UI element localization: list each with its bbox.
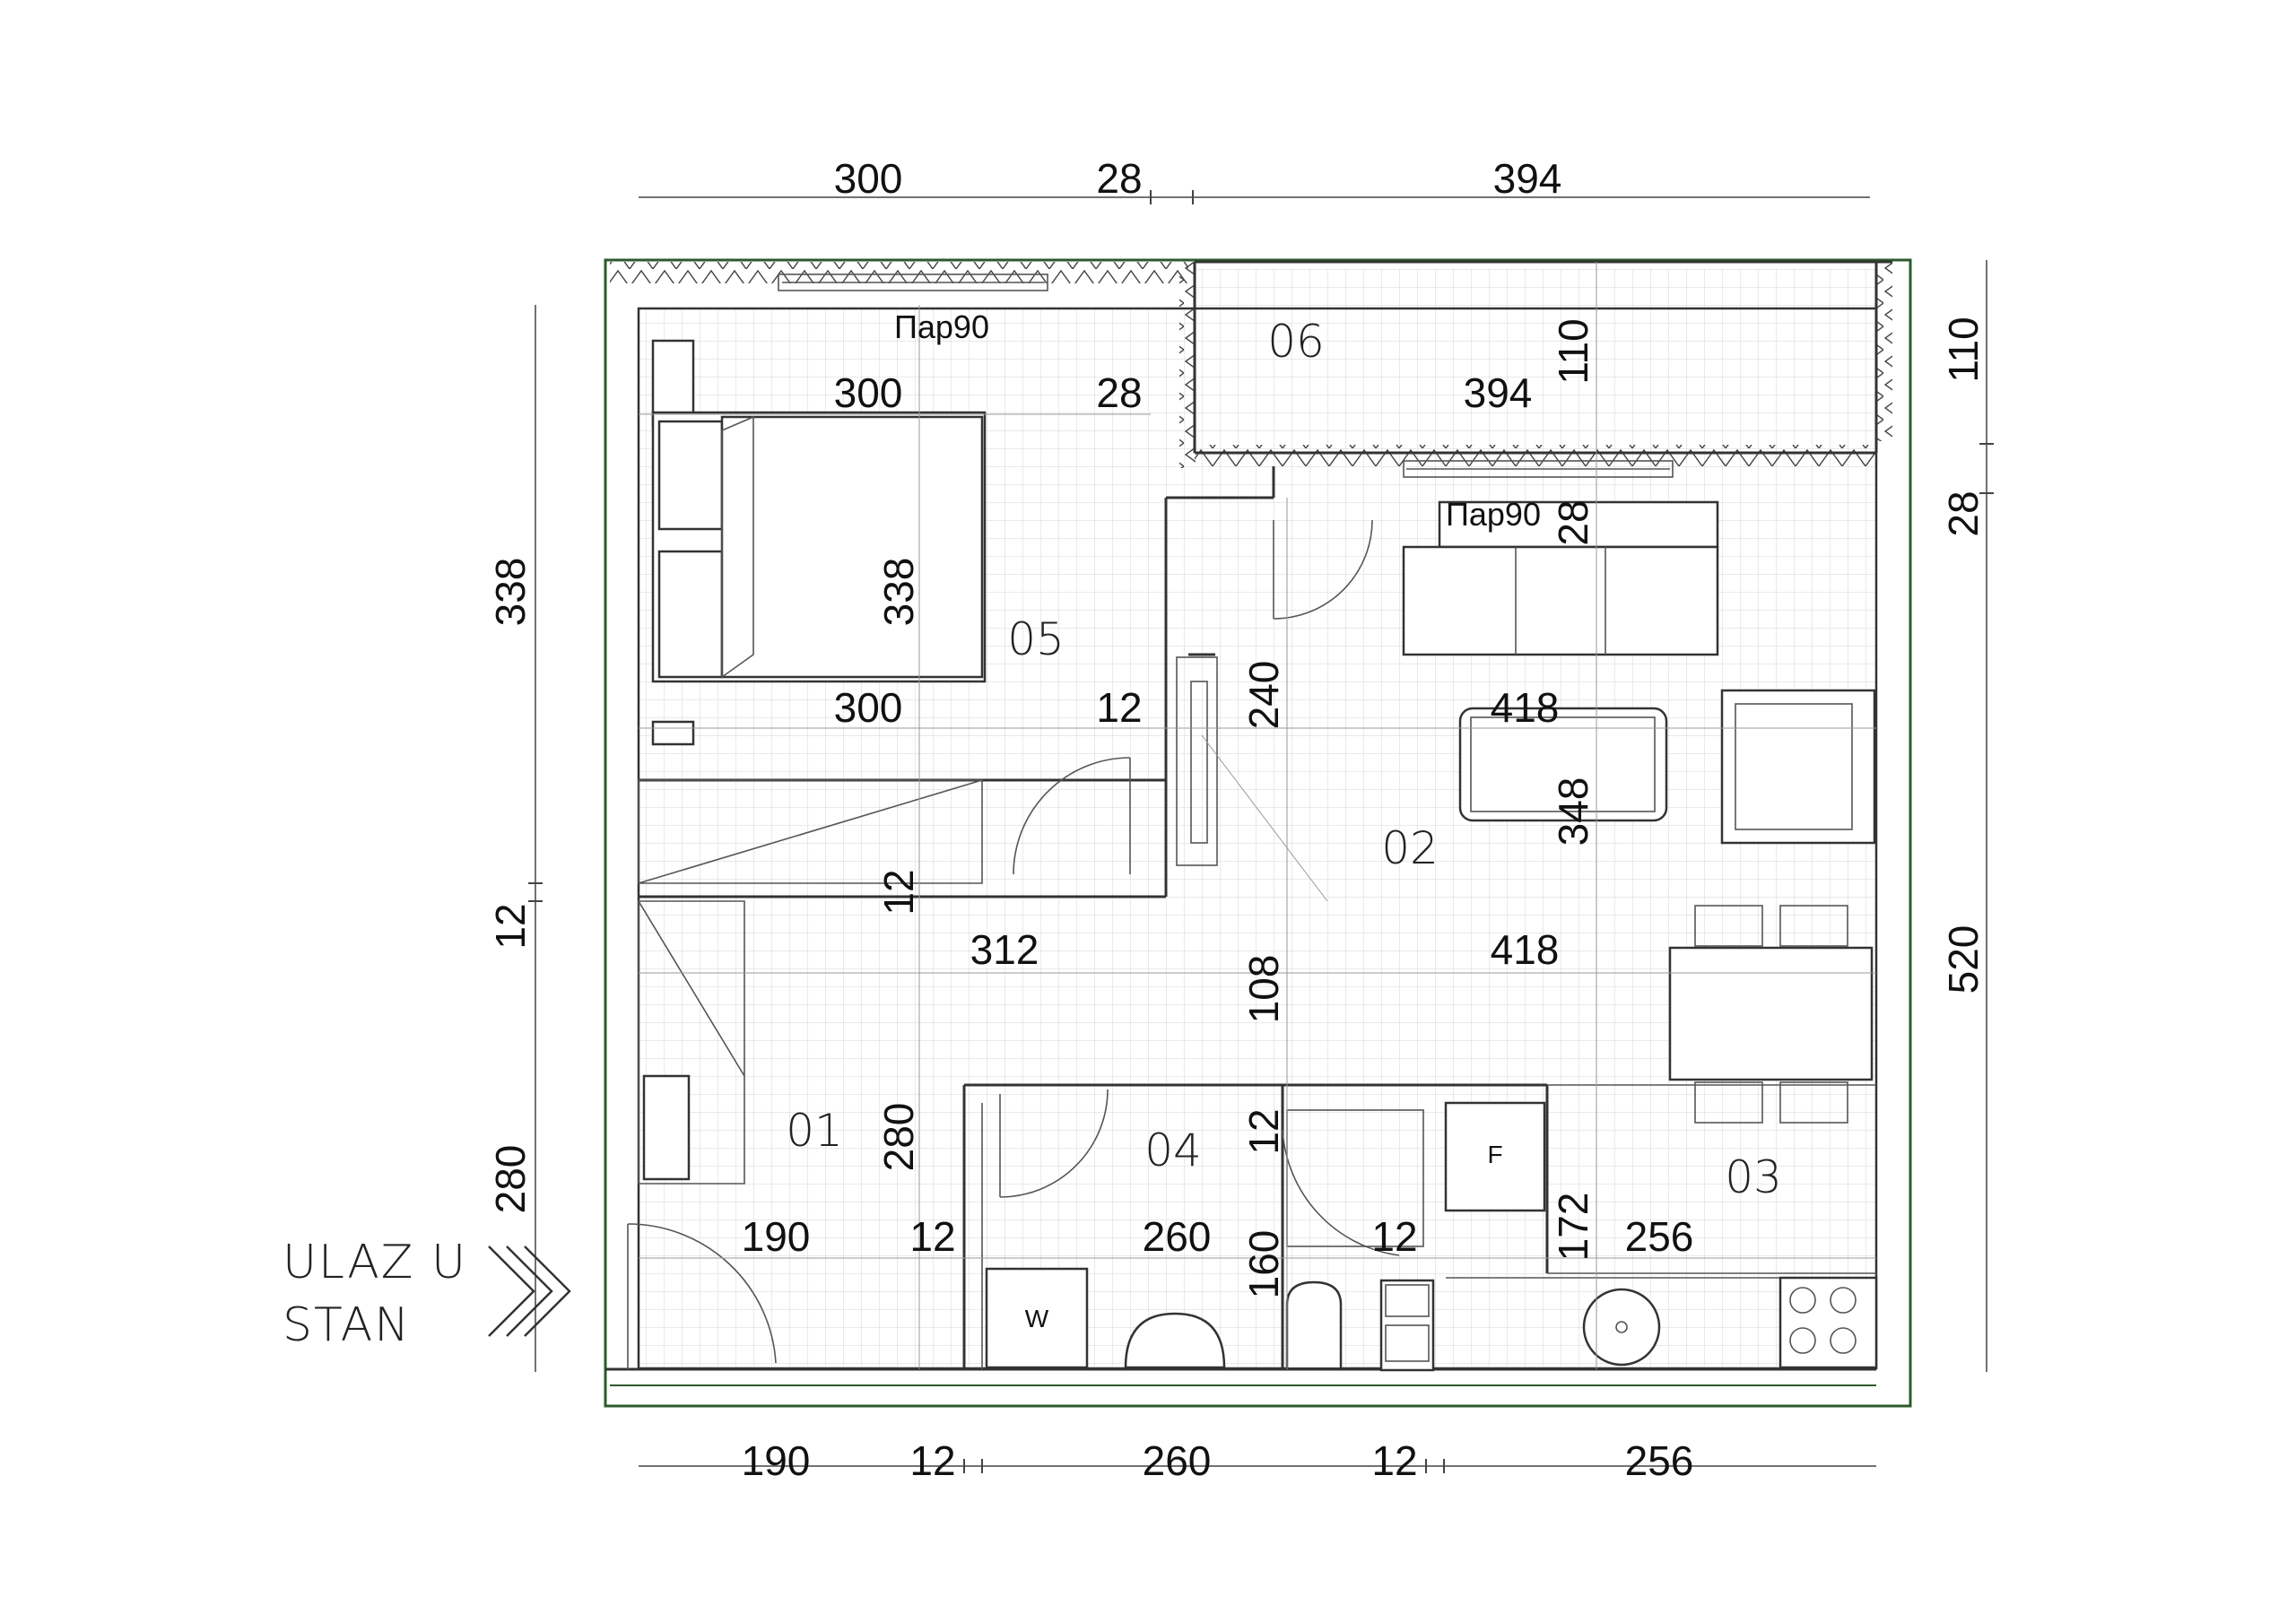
dim-right-2: 28: [1940, 490, 1987, 536]
bed: [651, 339, 987, 746]
dim-bath-12-h: 12: [1371, 1213, 1417, 1260]
dim-living-348: 348: [1550, 777, 1596, 846]
windows: [778, 273, 1674, 478]
room-label-03: 03: [1725, 1151, 1782, 1203]
dim-bed-338: 338: [875, 558, 922, 627]
kitchen-fixtures: [642, 1074, 1878, 1369]
room-label-04: 04: [1144, 1124, 1202, 1176]
dim-bottom-2: 12: [909, 1437, 955, 1484]
entrance-label-line2: STAN: [283, 1298, 411, 1352]
room-label-01: 01: [786, 1105, 843, 1157]
dim-left-2: 12: [487, 903, 534, 949]
dim-balcony-110: 110: [1550, 318, 1596, 384]
dim-living-418-mid: 418: [1491, 926, 1560, 973]
dim-top-3: 394: [1493, 155, 1562, 202]
dim-kitchen-172: 172: [1550, 1193, 1596, 1262]
dim-bed-12-mid: 12: [1096, 684, 1142, 731]
dim-bed-300-mid: 300: [834, 684, 903, 731]
dining-set: [1668, 905, 1874, 1124]
dim-bath-160: 160: [1240, 1230, 1287, 1299]
window-label-2: Пар90: [1446, 496, 1541, 533]
dim-top-1: 300: [834, 155, 903, 202]
dim-living-418-top: 418: [1491, 684, 1560, 731]
living-furniture: [1402, 500, 1876, 845]
dim-bed-300-top: 300: [834, 369, 903, 416]
dim-left-3: 280: [487, 1145, 534, 1214]
room-label-06: 06: [1267, 316, 1325, 368]
dim-bed-28-top: 28: [1096, 369, 1142, 416]
dim-bottom-4: 12: [1371, 1437, 1417, 1484]
dim-hall-108: 108: [1240, 955, 1287, 1024]
entrance-arrow-icon: [488, 1245, 571, 1337]
dim-entry-12: 12: [909, 1213, 955, 1260]
dim-entry-280: 280: [875, 1103, 922, 1172]
dim-left-1: 338: [487, 558, 534, 627]
dim-living-240: 240: [1240, 661, 1287, 730]
dim-bottom-1: 190: [742, 1437, 811, 1484]
dim-living-28: 28: [1550, 499, 1596, 545]
dim-right-1: 110: [1940, 317, 1987, 382]
entrance-label-line1: ULAZ U: [283, 1236, 467, 1289]
washer-label: W: [1025, 1305, 1049, 1332]
dim-right-3: 520: [1940, 925, 1987, 994]
dim-top-2: 28: [1096, 155, 1142, 202]
room-label-05: 05: [1007, 613, 1065, 665]
fridge-label: F: [1487, 1141, 1502, 1168]
dim-kitchen-256: 256: [1625, 1213, 1694, 1260]
entrance-marker: ULAZ U STAN: [283, 1236, 571, 1352]
dim-bath-12-v: 12: [1240, 1108, 1287, 1154]
dim-hall-312: 312: [970, 926, 1039, 973]
window-label-1: Пар90: [894, 308, 989, 345]
dim-bottom-5: 256: [1625, 1437, 1694, 1484]
exterior-walls: [604, 258, 1912, 1408]
dim-hall-12: 12: [875, 869, 922, 915]
wardrobes: [638, 779, 983, 1185]
dim-bottom-3: 260: [1143, 1437, 1212, 1484]
dimension-lines: [528, 190, 1994, 1473]
dim-entry-190: 190: [742, 1213, 811, 1260]
dim-balcony-394: 394: [1464, 369, 1533, 416]
dim-bath-260: 260: [1143, 1213, 1212, 1260]
room-label-02: 02: [1381, 822, 1439, 874]
